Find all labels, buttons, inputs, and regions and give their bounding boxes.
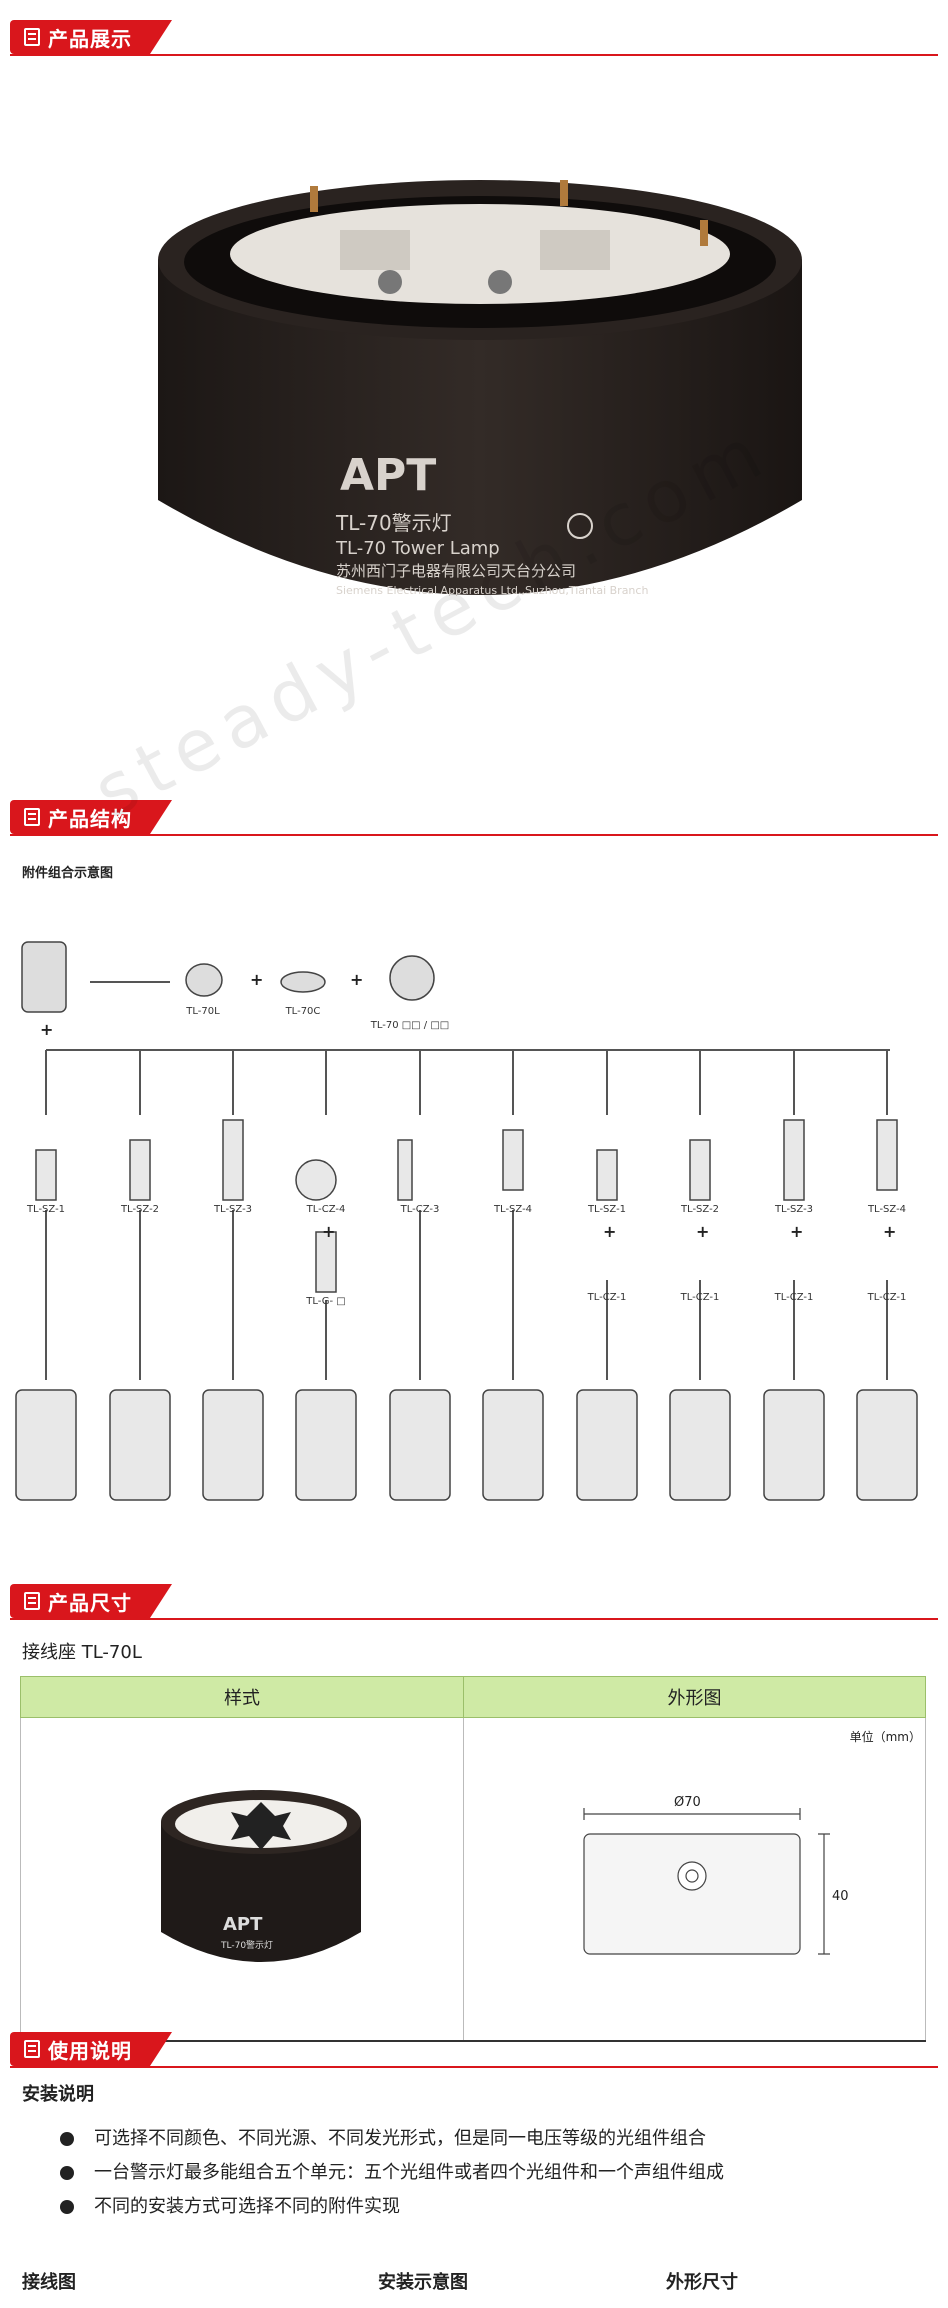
part-label-tl70: TL-70 □□ / □□ [370,1020,450,1031]
base-photo-model: TL-70警示灯 [220,1939,273,1951]
dimension-table: 样式 外形图 APT TL-70警示灯 单位（mm） [20,1676,926,2042]
plus-sign: + [603,1222,617,1241]
list-item: 可选择不同颜色、不同光源、不同发光形式，但是同一电压等级的光组件组合 [60,2122,724,2156]
column-label: TL-CZ-4 [306,1204,346,1215]
plus-sign: + [40,1020,54,1039]
plus-sign: + [322,1222,336,1241]
col-header-style: 样式 [20,1676,464,1718]
column-label: TL-SZ-4 [493,1204,533,1215]
accessory-diagram [15,941,918,1501]
install-notes: 可选择不同颜色、不同光源、不同发光形式，但是同一电压等级的光组件组合 一台警示灯… [60,2122,724,2224]
column-label: TL-SZ-3 [213,1204,253,1215]
outline-drawing: Ø70 40 [583,1795,849,1955]
usage-subtitle: 安装说明 [22,2084,94,2105]
column-label: TL-SZ-1 [26,1204,66,1215]
photo-model-en: TL-70 Tower Lamp [335,538,500,559]
dimensions-subtitle: 接线座 TL-70L [22,1642,142,1663]
section-header-structure: 产品结构 [0,794,948,840]
plus-sign: + [790,1222,804,1241]
photo-model-cn: TL-70警示灯 [335,511,452,535]
column-label: TL-SZ-2 [120,1204,160,1215]
height-label: 40 [832,1889,849,1904]
plus-sign: + [350,970,364,989]
document-icon [24,1592,40,1610]
photo-brand: APT [340,450,436,501]
plus-sign: + [696,1222,710,1241]
document-icon [24,28,40,46]
section-header-dimensions: 产品尺寸 [0,1578,948,1624]
column-label: TL-SZ-4 [867,1204,907,1215]
section-title: 使用说明 [48,2038,132,2063]
section-title: 产品尺寸 [48,1590,132,1615]
list-item: 一台警示灯最多能组合五个单元：五个光组件或者四个光组件和一个声组件组成 [60,2156,724,2190]
outline-cell: 单位（mm） Ø70 40 [463,1717,926,2042]
section-header-display: 产品展示 [0,14,948,60]
part-label-cz1: TL-CZ-1 [774,1292,814,1303]
col-header-outline: 外形图 [463,1676,926,1718]
column-label: TL-SZ-3 [774,1204,814,1215]
part-label-cz1: TL-CZ-1 [867,1292,907,1303]
document-icon [24,2040,40,2058]
base-photo: APT TL-70警示灯 [161,1790,361,1962]
outline-size-label: 外形尺寸 [666,2272,738,2293]
part-label-cz1: TL-CZ-1 [587,1292,627,1303]
photo-company-cn: 苏州西门子电器有限公司天台分公司 [336,562,576,580]
plus-sign: + [250,970,264,989]
list-item: 不同的安装方式可选择不同的附件实现 [60,2190,724,2224]
section-title: 产品展示 [48,26,132,51]
wiring-label: 接线图 [22,2272,76,2293]
part-label-tl70c: TL-70C [285,1006,321,1017]
part-label-cz1: TL-CZ-1 [680,1292,720,1303]
base-photo-brand: APT [223,1914,263,1935]
document-icon [24,808,40,826]
section-header-usage: 使用说明 [0,2026,948,2072]
product-photo: APT TL-70警示灯 TL-70 Tower Lamp 苏州西门子电器有限公… [158,180,802,597]
unit-label: 单位（mm） [849,1730,921,1744]
section-title: 产品结构 [48,806,132,831]
part-label-tl70l: TL-70L [186,1006,220,1017]
column-label: TL-SZ-2 [680,1204,720,1215]
photo-company-en: Siemens Electrical Apparatus Ltd.,Suzhou… [336,584,648,597]
column-label: TL-SZ-1 [587,1204,627,1215]
column-label: TL-CZ-3 [400,1204,440,1215]
part-label-g: TL-G- □ [306,1296,346,1307]
install-diagram-label: 安装示意图 [378,2272,468,2293]
plus-sign: + [883,1222,897,1241]
structure-subtitle: 附件组合示意图 [22,866,114,881]
style-cell: APT TL-70警示灯 [20,1717,464,2042]
diameter-label: Ø70 [674,1795,701,1810]
